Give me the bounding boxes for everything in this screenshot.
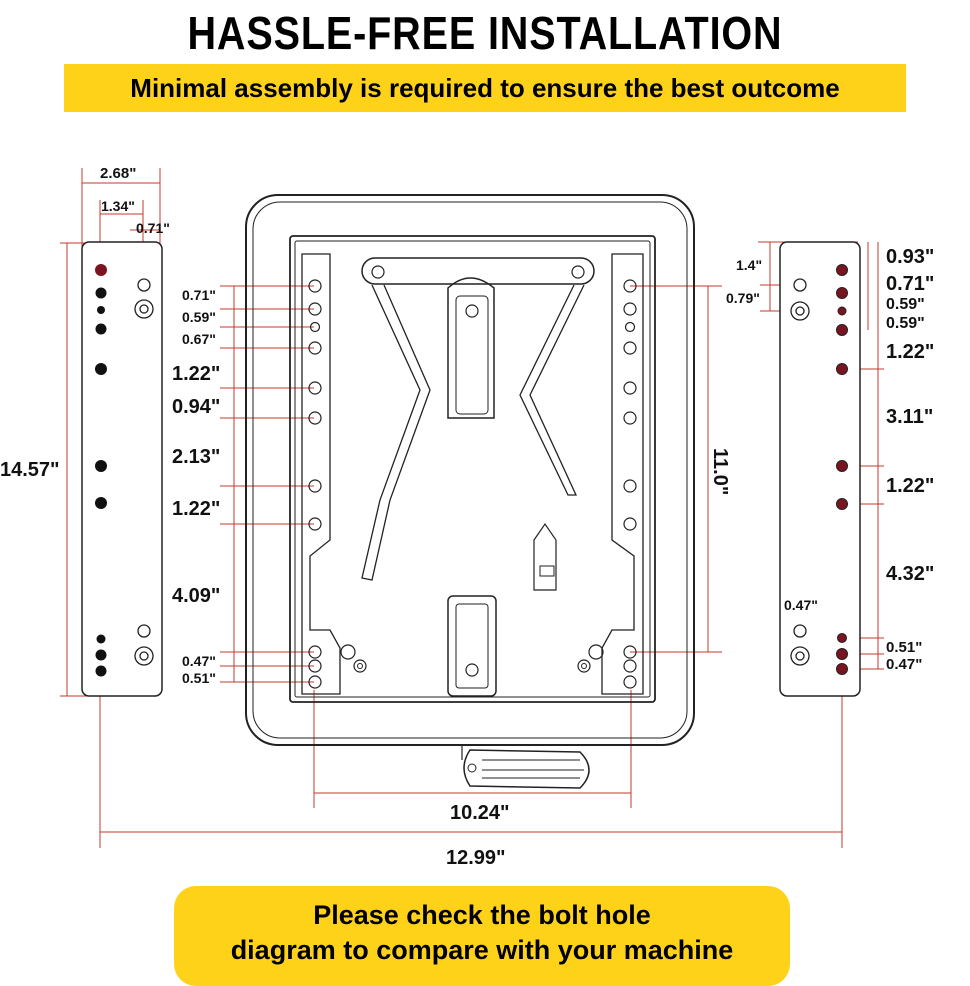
label-overall-width: 12.99" (446, 847, 506, 869)
label-left-height: 14.57" (0, 459, 60, 481)
dimension-lines (60, 168, 884, 848)
footer-line-2: diagram to compare with your machine (230, 935, 734, 965)
label-right-spacing-7: 4.32" (886, 563, 934, 585)
subtitle-banner: Minimal assembly is required to ensure t… (64, 64, 906, 112)
footer-banner: Please check the bolt hole diagram to co… (174, 886, 790, 986)
subtitle-text: Minimal assembly is required to ensure t… (130, 72, 840, 103)
label-left-half: 1.34" (101, 198, 135, 214)
label-right-spacing-1: 0.71" (886, 273, 934, 295)
label-right-spacing-8: 0.51" (886, 639, 922, 656)
label-right-offset-b: 0.79" (726, 290, 760, 306)
label-right-spacing-2: 0.59" (886, 296, 925, 313)
label-plate-spacing-9: 0.51" (182, 670, 216, 686)
label-plate-spacing-4: 0.94" (172, 396, 220, 418)
label-right-spacing-6: 1.22" (886, 475, 934, 497)
label-plate-spacing-5: 2.13" (172, 446, 220, 468)
label-right-offset-a: 1.4" (736, 257, 762, 273)
label-plate-spacing-2: 0.67" (182, 331, 216, 347)
label-left-width: 2.68" (100, 165, 136, 182)
footer-line-1: Please check the bolt hole (313, 900, 651, 930)
label-plate-spacing-3: 1.22" (172, 363, 220, 385)
label-right-small-gap: 0.47" (784, 597, 818, 613)
label-plate-spacing-8: 0.47" (182, 653, 216, 669)
page-title: HASSLE-FREE INSTALLATION (187, 7, 783, 59)
left-bracket (81, 241, 163, 697)
rail-holes (308, 279, 637, 689)
label-plate-spacing-1: 0.59" (182, 309, 216, 325)
label-right-spacing-9: 0.47" (886, 656, 922, 673)
label-right-spacing-5: 3.11" (886, 406, 933, 428)
label-right-spacing-3: 0.59" (886, 315, 925, 332)
label-rail-length: 11.0" (709, 448, 731, 495)
label-left-offset: 0.71" (136, 220, 170, 236)
label-rail-spacing: 10.24" (450, 802, 510, 824)
label-right-spacing-4: 1.22" (886, 341, 934, 363)
label-plate-spacing-6: 1.22" (172, 498, 220, 520)
seat-plate (245, 194, 695, 789)
right-bracket (779, 241, 861, 697)
dimension-labels: 2.68" 1.34" 0.71" 14.57" 0.71" 0.59" 0.6… (0, 165, 934, 869)
label-plate-spacing-0: 0.71" (182, 287, 216, 303)
label-right-spacing-0: 0.93" (886, 246, 934, 268)
label-plate-spacing-7: 4.09" (172, 585, 220, 607)
